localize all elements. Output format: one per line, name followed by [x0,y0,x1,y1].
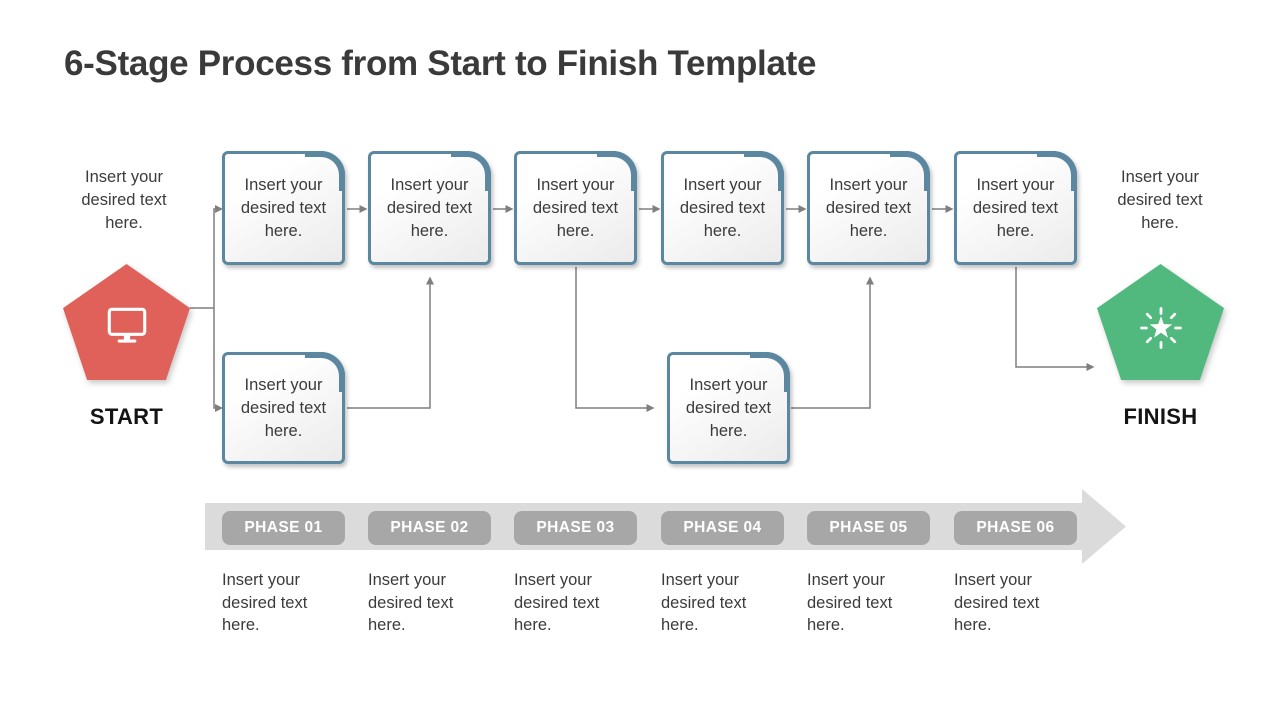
process-box-1[interactable]: Insert your desired text here. [222,151,345,265]
finish-label: FINISH [1123,404,1198,429]
phase-pill-5[interactable]: PHASE 05 [807,511,930,545]
slide-title: 6-Stage Process from Start to Finish Tem… [64,44,817,83]
phase-band-arrowhead-icon [1082,489,1126,564]
branch-box-1[interactable]: Insert your desired text here. [222,352,345,464]
process-box-text: Insert your desired text here. [240,175,327,240]
process-box-text: Insert your desired text here. [240,375,327,440]
phase-band [205,503,1082,550]
phase-pill-label: PHASE 06 [976,519,1055,536]
phase-description-3: Insert your desired text here. [514,571,600,634]
process-box-2[interactable]: Insert your desired text here. [368,151,491,265]
start-pentagon [63,264,190,380]
finish-note: Insert your desired text here. [1117,168,1203,232]
phase-description-4: Insert your desired text here. [661,571,747,634]
process-box-5[interactable]: Insert your desired text here. [807,151,930,265]
phase-pill-3[interactable]: PHASE 03 [514,511,637,545]
phase-pill-label: PHASE 03 [536,519,615,536]
finish-shape[interactable] [1097,264,1224,380]
star-burst-icon [1139,307,1182,349]
phase-pill-6[interactable]: PHASE 06 [954,511,1077,545]
process-box-4[interactable]: Insert your desired text here. [661,151,784,265]
start-shape[interactable] [63,264,190,380]
branch-box-2[interactable]: Insert your desired text here. [667,352,790,464]
phase-pill-label: PHASE 02 [390,519,469,536]
phase-pill-label: PHASE 05 [829,519,908,536]
process-box-text: Insert your desired text here. [386,175,473,240]
phase-description-6: Insert your desired text here. [954,571,1040,634]
process-box-text: Insert your desired text here. [972,175,1059,240]
start-note: Insert your desired text here. [81,168,167,232]
phase-description-1: Insert your desired text here. [222,571,308,634]
phase-pill-2[interactable]: PHASE 02 [368,511,491,545]
process-box-text: Insert your desired text here. [825,175,912,240]
phase-pill-4[interactable]: PHASE 04 [661,511,784,545]
start-label: START [89,404,164,429]
monitor-icon [107,307,146,343]
process-box-6[interactable]: Insert your desired text here. [954,151,1077,265]
phase-description-5: Insert your desired text here. [807,571,893,634]
process-box-3[interactable]: Insert your desired text here. [514,151,637,265]
phase-pill-1[interactable]: PHASE 01 [222,511,345,545]
process-box-text: Insert your desired text here. [679,175,766,240]
finish-pentagon [1097,264,1224,380]
phase-pill-label: PHASE 04 [683,519,762,536]
process-box-text: Insert your desired text here. [532,175,619,240]
phase-description-2: Insert your desired text here. [368,571,454,634]
process-box-text: Insert your desired text here. [685,375,772,440]
phase-pill-label: PHASE 01 [244,519,323,536]
